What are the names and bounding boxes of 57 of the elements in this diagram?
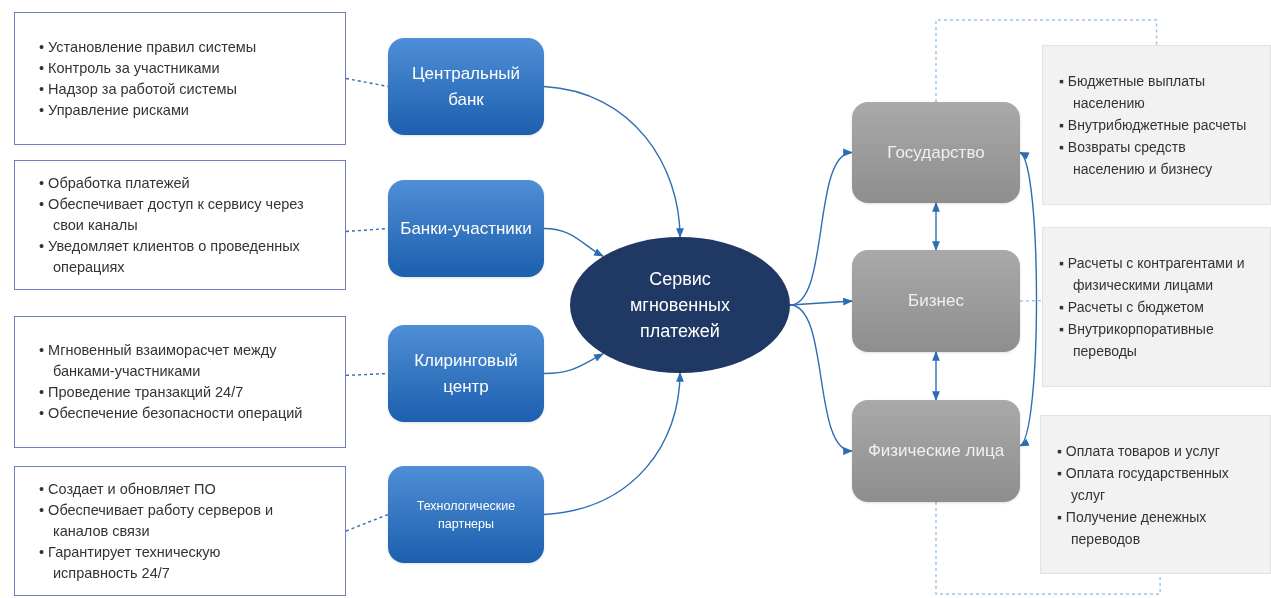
user-group-box [852,250,1020,352]
description-box [14,316,346,448]
bullet-item: ▪ Внутрикорпоративные переводы [1059,320,1215,361]
bullet-item: • Надзор за работой системы [39,79,238,99]
use-case-panel [1042,227,1271,387]
node-label: Центральный банк [411,62,521,111]
description-box [14,466,346,596]
bullet-item: • Обработка платежей [39,173,191,193]
bullet-item: ▪ Расчеты с контрагентами и физическими лицами [1059,254,1246,295]
bullet-item: ▪ Возвраты средств населению и бизнесу [1059,138,1214,179]
bullet-item: • Мгновенный взаиморасчет между банками-участниками [39,341,278,381]
bullet-item: • Гарантирует техническую исправность 24/7 [39,542,222,583]
bullet-item: ▪ Внутрибюджетные расчеты [1059,116,1248,135]
bullet-item: • Контроль за участниками [39,58,221,78]
node-label: Сервис мгновенных платежей [628,268,732,343]
node-label: Клиринговый центр [413,349,519,398]
participant-box [388,325,544,422]
arrow [789,304,853,452]
arrow [543,227,604,257]
bullet-item: ▪ Расчеты с бюджетом [1059,298,1205,317]
description-box [14,12,346,145]
node-label: Технологические партнеры [415,497,517,533]
arrow [543,85,684,238]
arrow [932,351,940,401]
bullet-item: • Создает и обновляет ПО [39,479,217,499]
dotted-connector [935,501,1161,595]
bullet-item: ▪ Бюджетные выплаты населению [1059,72,1207,113]
description-box [14,160,346,290]
arrow [543,353,604,375]
dotted-connector [1019,299,1043,302]
user-group-box [852,102,1020,203]
participant-box [388,466,544,563]
arrow [932,202,940,251]
bullet-item: • Обеспечение безопасности операций [39,404,304,423]
arrow [789,297,853,306]
bullet-item: ▪ Оплата государственных услуг [1057,463,1230,505]
arrow [1019,151,1038,447]
bullet-item: • Проведение транзакций 24/7 [39,383,245,402]
use-case-panel [1042,45,1271,205]
node-label: Государство [887,141,985,164]
bullet-item: • Установление правил системы [39,37,257,57]
node-label: Банки-участники [400,217,532,240]
use-case-panel [1040,415,1271,574]
dotted-connector [935,19,1158,103]
participant-box [388,180,544,277]
bullet-item: • Обеспечивает работу серверов и каналов связи [39,500,274,541]
node-label: Бизнес [908,290,964,312]
participant-box [388,38,544,135]
dotted-connector [345,513,389,532]
user-group-box [852,400,1020,502]
arrow [543,372,684,516]
node-label: Физические лица [867,440,1005,462]
bullet-item: ▪ Получение денежных переводов [1057,507,1208,549]
bullet-item: • Управление рисками [39,100,190,120]
bullet-item: • Уведомляет клиентов о проведенных операциях [39,236,301,277]
bullet-item: ▪ Оплата товаров и услуг [1057,441,1221,461]
bullet-item: • Обеспечивает доступ к сервису через свои каналы [39,194,305,235]
